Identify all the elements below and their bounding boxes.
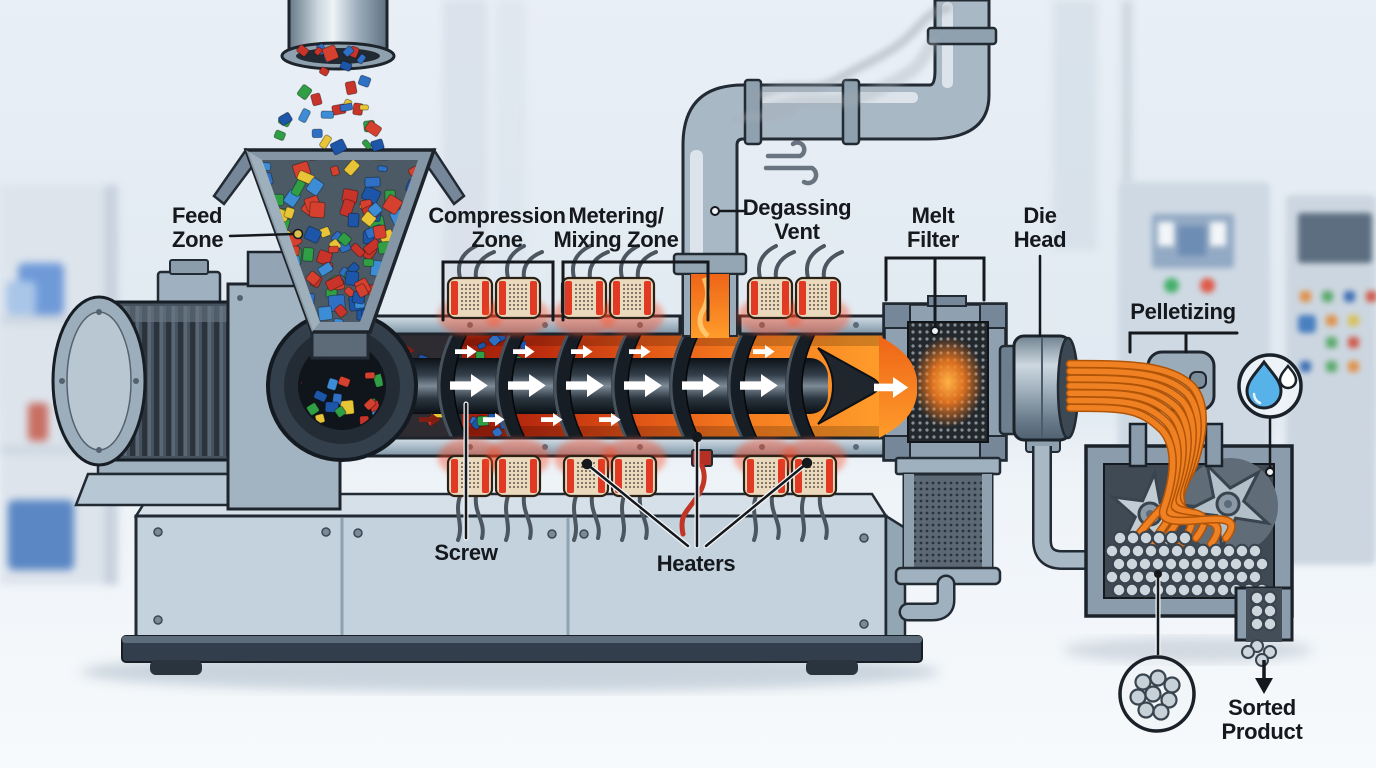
background-column — [1053, 0, 1097, 250]
screw-tip — [817, 347, 880, 425]
label-heaters: Heaters — [656, 551, 736, 576]
red-indicator — [1200, 278, 1215, 293]
smoke — [731, 3, 953, 124]
label-sorted-product: Sorted Product — [1221, 695, 1303, 744]
down-arrow-icon — [1255, 660, 1273, 694]
label-die-head: Die Head — [1013, 203, 1067, 252]
label-screw: Screw — [434, 540, 498, 565]
melt-filter-assembly — [874, 295, 1019, 622]
label-compression-zone: Compression Zone — [428, 203, 566, 252]
leader-lines — [228, 206, 1239, 549]
wind-icon — [763, 140, 819, 186]
label-pelletizing: Pelletizing — [1130, 299, 1236, 324]
label-feed-zone: Feed Zone — [172, 203, 224, 252]
panel-screen — [1152, 214, 1234, 268]
background-column — [496, 0, 526, 300]
background-conduit — [1122, 0, 1132, 185]
water-droplet-icon — [1237, 353, 1303, 477]
falling-flakes — [273, 44, 385, 156]
label-degassing-vent: Degassing Vent — [742, 195, 852, 244]
feed-pipe — [280, 0, 396, 71]
barrel-cutaway — [352, 333, 882, 439]
label-melt-filter: Melt Filter — [907, 203, 959, 252]
pelletizer — [1065, 359, 1294, 667]
melt-strands — [1065, 359, 1236, 549]
falling-pellets — [1241, 639, 1277, 667]
green-indicator — [1164, 278, 1179, 293]
vent-melt-column — [682, 273, 738, 338]
feed-hopper — [212, 147, 466, 360]
machine-base — [121, 492, 923, 675]
background-column — [443, 0, 487, 330]
die-head-assembly — [998, 334, 1090, 570]
label-metering-mixing-zone: Metering/ Mixing Zone — [553, 203, 679, 252]
panel-screen — [1298, 213, 1372, 263]
pellets-magnifier-icon — [1118, 570, 1196, 733]
heater-bands-top — [438, 244, 850, 336]
